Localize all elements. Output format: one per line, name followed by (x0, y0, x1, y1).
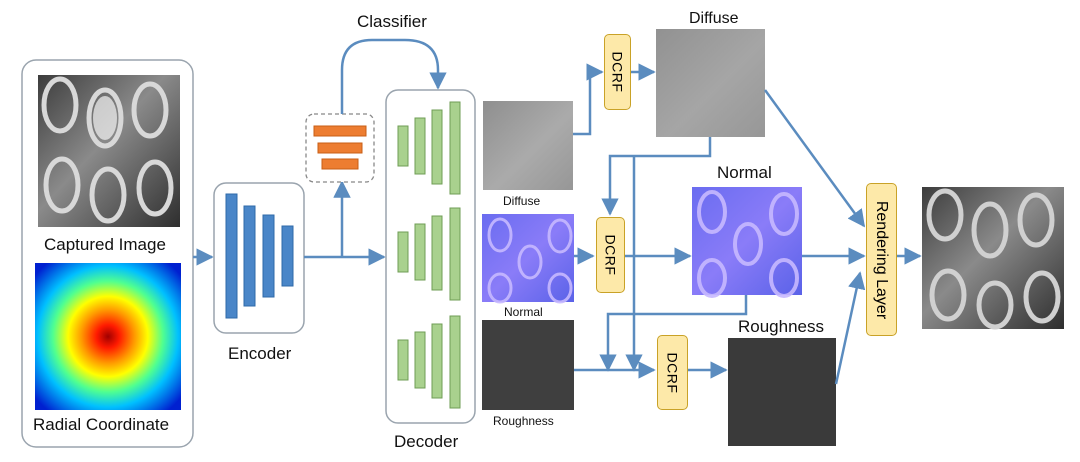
decoder-normal-label: Normal (504, 305, 543, 319)
dcrf-normal-label: DCRF (602, 234, 619, 276)
classifier-label: Classifier (357, 12, 427, 31)
decoder-layers (397, 101, 461, 409)
captured-image-label: Captured Image (44, 235, 166, 254)
arrow-diffuse-to-render (763, 89, 866, 228)
decoder-roughness-label: Roughness (493, 414, 554, 428)
dcrf-normal-block: DCRF (596, 217, 625, 293)
decoder-label: Decoder (394, 432, 459, 451)
arrow-roughness-to-render (834, 271, 866, 385)
refined-normal-map (692, 187, 802, 298)
arrow-classifier-to-decoder (340, 38, 447, 114)
dcrf-diffuse-block: DCRF (604, 34, 631, 110)
refined-roughness-label: Roughness (738, 317, 825, 336)
dcrf-roughness-label: DCRF (664, 352, 681, 393)
arrow-normal-feedback-to-roughness-dcrf (599, 295, 748, 372)
refined-diffuse-label: Diffuse (689, 10, 739, 27)
arrow-diffuse-to-dcrf (573, 63, 604, 136)
rendering-layer-label: Rendering Layer (873, 200, 891, 319)
refined-normal-label: Normal (717, 163, 772, 182)
dcrf-roughness-block: DCRF (657, 335, 688, 410)
rendering-layer-block: Rendering Layer (866, 183, 897, 336)
arrow-diffuse-feedback-to-normal-dcrf (601, 137, 712, 216)
classifier-layers (313, 125, 367, 170)
rendered-output-image (922, 187, 1064, 330)
decoder-normal-map (482, 214, 574, 304)
encoder-label: Encoder (228, 344, 292, 363)
radial-coordinate-label: Radial Coordinate (33, 415, 170, 434)
encoder-layers (225, 193, 294, 319)
decoder-roughness-map (482, 320, 574, 410)
dcrf-diffuse-label: DCRF (609, 51, 626, 93)
radial-coordinate-image (35, 263, 181, 410)
refined-roughness-map (728, 338, 836, 446)
captured-image (38, 75, 180, 227)
decoder-diffuse-label: Diffuse (503, 194, 541, 208)
